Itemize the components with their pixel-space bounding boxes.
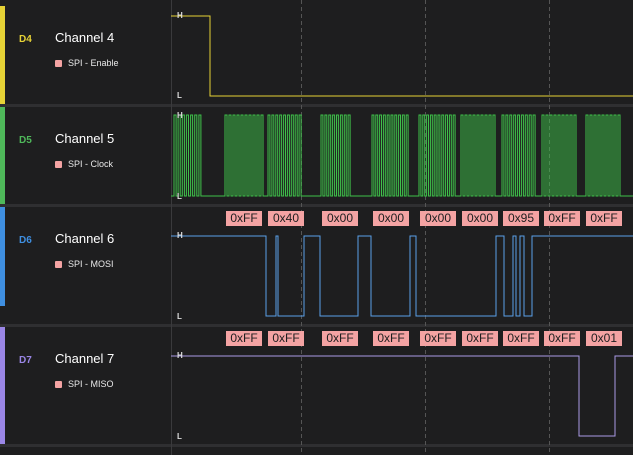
decoded-byte[interactable]: 0xFF xyxy=(226,211,262,226)
row-separator xyxy=(0,204,633,207)
channel-color-stripe xyxy=(0,207,5,306)
decoded-byte[interactable]: 0x01 xyxy=(586,331,622,346)
high-level-label: H xyxy=(177,351,183,360)
clock-trace xyxy=(171,114,633,197)
channel-label-panel[interactable]: D5 Channel 5 SPI - Clock xyxy=(0,107,171,206)
analyzer-tag[interactable]: SPI - MOSI xyxy=(55,259,114,269)
channel-row-4: D4 Channel 4 SPI - Enable xyxy=(0,6,633,105)
decoded-byte[interactable]: 0xFF xyxy=(322,331,358,346)
row-separator xyxy=(0,444,633,447)
channel-color-stripe xyxy=(0,6,5,105)
analyzer-tag[interactable]: SPI - Enable xyxy=(55,58,119,68)
analyzer-tag[interactable]: SPI - MISO xyxy=(55,379,114,389)
channel-name[interactable]: Channel 4 xyxy=(55,30,115,45)
analyzer-label: SPI - Clock xyxy=(68,159,114,169)
enable-trace xyxy=(171,15,633,97)
decoded-byte[interactable]: 0xFF xyxy=(268,331,304,346)
channel-color-stripe xyxy=(0,107,5,206)
row-separator xyxy=(0,104,633,107)
decoded-byte[interactable]: 0xFF xyxy=(544,331,580,346)
analyzer-label: SPI - MOSI xyxy=(68,259,114,269)
channel-label-panel[interactable]: D7 Channel 7 SPI - MISO xyxy=(0,327,171,444)
decoded-byte[interactable]: 0x40 xyxy=(268,211,304,226)
analyzer-tag[interactable]: SPI - Clock xyxy=(55,159,113,169)
channel-row-7: D7 Channel 7 SPI - MISO xyxy=(0,327,633,444)
decoded-byte[interactable]: 0xFF xyxy=(373,331,409,346)
high-level-label: H xyxy=(177,11,183,20)
decoded-byte[interactable]: 0xFF xyxy=(226,331,262,346)
low-level-label: L xyxy=(177,312,182,321)
channel-name[interactable]: Channel 7 xyxy=(55,351,115,366)
digital-channel-id: D4 xyxy=(19,34,32,45)
channel-row-6: D6 Channel 6 SPI - MOSI xyxy=(0,207,633,306)
time-gridlines xyxy=(301,0,550,455)
channel-name[interactable]: Channel 5 xyxy=(55,131,115,146)
channel-label-panel[interactable]: D6 Channel 6 SPI - MOSI xyxy=(0,207,171,306)
digital-channel-id: D6 xyxy=(19,235,32,246)
decoded-byte[interactable]: 0xFF xyxy=(586,211,622,226)
high-level-label: H xyxy=(177,231,183,240)
high-level-label: H xyxy=(177,111,183,120)
analyzer-color-swatch xyxy=(55,380,62,388)
decoded-byte[interactable]: 0xFF xyxy=(420,331,456,346)
low-level-label: L xyxy=(177,432,182,441)
mosi-trace xyxy=(171,235,633,317)
decoded-byte[interactable]: 0x00 xyxy=(322,211,358,226)
channel-row-5: D5 Channel 5 SPI - Clock xyxy=(0,107,633,206)
decoded-byte[interactable]: 0xFF xyxy=(544,211,580,226)
low-level-label: L xyxy=(177,192,182,201)
analyzer-color-swatch xyxy=(55,260,62,268)
analyzer-color-swatch xyxy=(55,59,62,67)
decoded-byte[interactable]: 0x00 xyxy=(420,211,456,226)
decoded-byte[interactable]: 0x00 xyxy=(373,211,409,226)
decoded-byte[interactable]: 0xFF xyxy=(503,331,539,346)
row-separator xyxy=(0,324,633,327)
digital-channel-id: D5 xyxy=(19,135,32,146)
digital-channel-id: D7 xyxy=(19,355,32,366)
signal-traces xyxy=(171,15,633,437)
decoded-byte[interactable]: 0x00 xyxy=(462,211,498,226)
channel-name[interactable]: Channel 6 xyxy=(55,231,115,246)
miso-trace xyxy=(171,355,633,437)
decoded-byte[interactable]: 0x95 xyxy=(503,211,539,226)
analyzer-color-swatch xyxy=(55,160,62,168)
channel-color-stripe xyxy=(0,327,5,444)
low-level-label: L xyxy=(177,91,182,100)
decoded-byte[interactable]: 0xFF xyxy=(462,331,498,346)
analyzer-label: SPI - MISO xyxy=(68,379,114,389)
channel-label-panel[interactable]: D4 Channel 4 SPI - Enable xyxy=(0,6,171,105)
analyzer-label: SPI - Enable xyxy=(68,58,119,68)
